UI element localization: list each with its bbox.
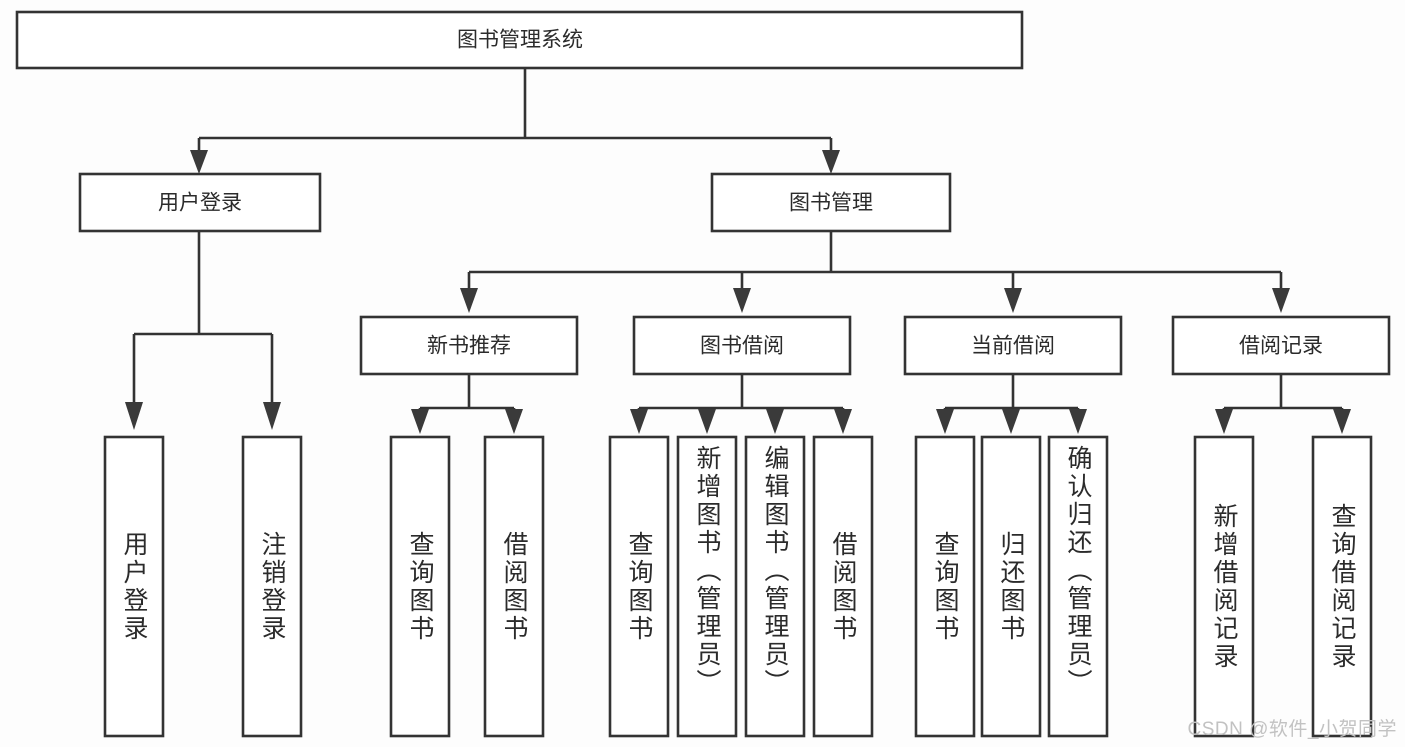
arrow-head-icon: [190, 150, 208, 174]
arrow-head-icon: [125, 402, 143, 430]
leaf-box[interactable]: [483, 435, 545, 738]
leaf-box[interactable]: [1193, 435, 1255, 738]
node-new-book-recommend[interactable]: 新书推荐: [359, 315, 579, 376]
connector-root-to-level2: [190, 68, 840, 174]
leaf-box[interactable]: [980, 435, 1042, 738]
leaf-boxes-current-borrow: [914, 435, 1109, 738]
arrow-head-icon: [834, 409, 852, 434]
node-label: 借阅记录: [1239, 335, 1323, 358]
node-root-system[interactable]: 图书管理系统: [15, 10, 1024, 70]
connector-bookborrow-to-leaves: [630, 374, 852, 434]
leaf-box[interactable]: [1311, 435, 1373, 738]
node-box[interactable]: [359, 315, 579, 376]
connector-userlogin-to-leaves: [125, 231, 281, 430]
leaf-boxes-user-login: [103, 435, 303, 738]
node-label: 图书管理系统: [457, 29, 583, 52]
arrow-head-icon: [733, 288, 751, 313]
node-label: 当前借阅: [971, 335, 1055, 358]
leaf-boxes-new-book: [389, 435, 545, 738]
node-book-borrow[interactable]: 图书借阅: [632, 315, 852, 376]
node-label: 新书推荐: [427, 335, 511, 358]
node-borrow-record[interactable]: 借阅记录: [1171, 315, 1391, 376]
node-label: 图书借阅: [700, 335, 784, 358]
arrow-head-icon: [1002, 409, 1020, 434]
node-box[interactable]: [903, 315, 1123, 376]
leaf-box[interactable]: [608, 435, 670, 738]
arrow-head-icon: [1069, 409, 1087, 434]
node-user-login[interactable]: 用户登录: [78, 172, 322, 233]
arrow-head-icon: [936, 409, 954, 434]
arrow-head-icon: [1333, 409, 1351, 434]
arrow-head-icon: [822, 150, 840, 174]
arrow-head-icon: [1215, 409, 1233, 434]
leaf-box[interactable]: [103, 435, 165, 738]
node-box[interactable]: [15, 10, 1024, 70]
arrow-head-icon: [411, 409, 429, 434]
node-box[interactable]: [78, 172, 322, 233]
arrow-head-icon: [698, 409, 716, 434]
leaf-box[interactable]: [812, 435, 874, 738]
arrow-head-icon: [505, 409, 523, 434]
connector-currentborrow-to-leaves: [936, 374, 1087, 434]
arrow-head-icon: [1272, 288, 1290, 313]
node-box[interactable]: [632, 315, 852, 376]
leaf-boxes-book-borrow: [608, 435, 874, 738]
node-current-borrow[interactable]: 当前借阅: [903, 315, 1123, 376]
arrow-head-icon: [460, 288, 478, 313]
leaf-box[interactable]: [241, 435, 303, 738]
arrow-head-icon: [630, 409, 648, 434]
connector-borrowrecord-to-leaves: [1215, 374, 1351, 434]
node-label: 用户登录: [158, 192, 242, 215]
leaf-box[interactable]: [389, 435, 451, 738]
arrow-head-icon: [263, 402, 281, 430]
leaf-box[interactable]: [1047, 435, 1109, 738]
connector-bookmgmt-to-level3: [460, 231, 1290, 313]
node-box[interactable]: [1171, 315, 1391, 376]
node-label: 图书管理: [789, 192, 873, 215]
arrow-head-icon: [766, 409, 784, 434]
connector-newbook-to-leaves: [411, 374, 523, 434]
leaf-box[interactable]: [914, 435, 976, 738]
node-book-management[interactable]: 图书管理: [710, 172, 952, 233]
leaf-boxes-borrow-record: [1193, 435, 1373, 738]
watermark: CSDN @软件_小贺同学: [1187, 719, 1397, 740]
leaf-box[interactable]: [744, 435, 806, 738]
arrow-head-icon: [1004, 288, 1022, 313]
leaf-box[interactable]: [676, 435, 738, 738]
